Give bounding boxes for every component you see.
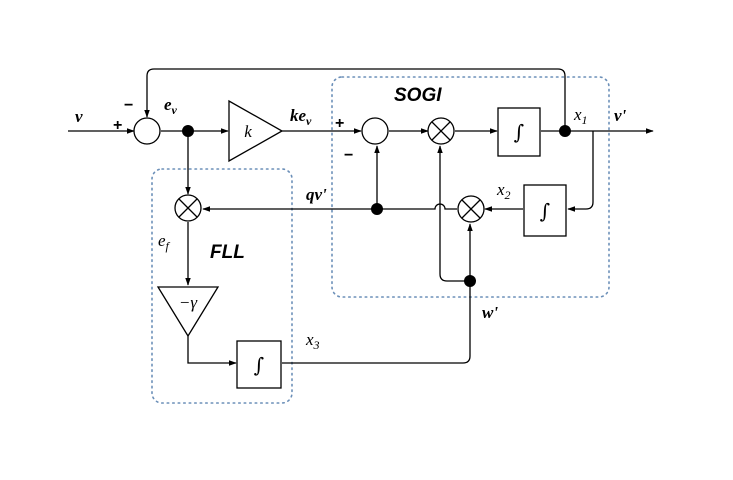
junction-w (464, 275, 476, 287)
x1-label: x1 (573, 105, 588, 127)
integrator-2-block (523, 184, 567, 237)
wire-x3-to-w (282, 281, 471, 364)
integrator-1-symbol: ∫ (514, 120, 524, 144)
fll-region (151, 168, 293, 404)
sum-junction-1 (133, 117, 161, 145)
integrator-3-symbol: ∫ (254, 353, 264, 377)
junction-error (182, 125, 194, 137)
sum1-minus-sign: − (124, 97, 133, 114)
qv-label: qv' (306, 185, 327, 204)
sogi-title: SOGI (394, 85, 442, 106)
gain-gamma-label: −γ (179, 293, 198, 312)
wire-mult2-to-qv (377, 203, 457, 210)
multiplier-2 (457, 195, 485, 223)
sum-junction-2 (361, 117, 389, 145)
integrator-1-block (497, 107, 541, 157)
sum1-plus-sign: + (113, 117, 122, 134)
sum2-plus-sign: + (335, 115, 344, 132)
wire-feedback-top (144, 68, 566, 131)
integrator-2-symbol: ∫ (540, 199, 550, 223)
gain-gamma-block (156, 286, 220, 338)
wire-w-to-mult1 (437, 145, 470, 282)
w-label: w' (482, 303, 498, 322)
wire-x1-to-int2 (567, 131, 594, 212)
x3-label: x3 (305, 330, 320, 352)
ef-label: ef (158, 231, 171, 253)
multiplier-fll (174, 194, 202, 222)
integrator-3-block (236, 340, 282, 389)
junction-output (559, 125, 571, 137)
error-label: ev (164, 95, 178, 117)
output-label: v' (614, 106, 627, 125)
junction-qv (371, 203, 383, 215)
gain-k-label: k (244, 122, 252, 141)
input-label: v (75, 107, 83, 126)
wire-gamma-to-int3 (187, 336, 237, 366)
gain-k-block (228, 99, 284, 163)
x2-label: x2 (496, 180, 511, 202)
sum2-minus-sign: − (344, 147, 353, 164)
multiplier-1 (427, 117, 455, 145)
gain-out-label: kev (290, 106, 312, 128)
fll-title: FLL (210, 242, 245, 263)
